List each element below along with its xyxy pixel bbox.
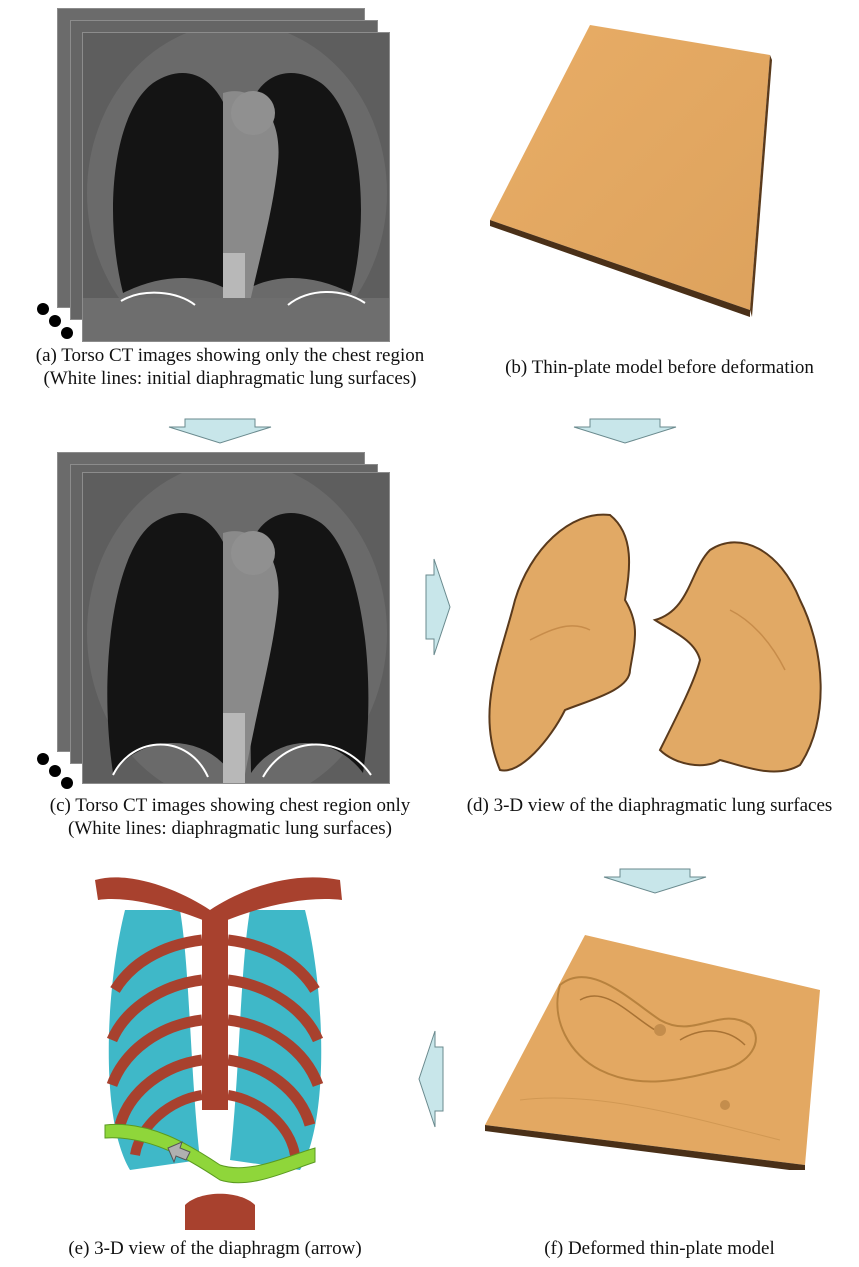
ellipsis-dots-icon (36, 752, 76, 792)
ellipsis-dots-icon (36, 302, 76, 342)
down-arrow-icon (165, 417, 275, 445)
ct-image-a (83, 33, 390, 342)
diaphragm-3d-image (90, 870, 350, 1230)
ct-slice-front (82, 32, 390, 342)
caption-a-line2: (White lines: initial diaphragmatic lung… (0, 367, 460, 390)
ct-image-c (83, 473, 390, 784)
panel-d: (d) 3-D view of the diaphragmatic lung s… (460, 450, 859, 850)
caption-f-line1: (f) Deformed thin-plate model (460, 1237, 859, 1260)
left-arrow-icon (417, 1027, 445, 1132)
down-arrow-icon (600, 867, 710, 895)
panel-b: (b) Thin-plate model before deformation (460, 0, 859, 400)
caption-c-line2: (White lines: diaphragmatic lung surface… (0, 817, 460, 840)
ct-slice-front (82, 472, 390, 784)
caption-a-line1: (a) Torso CT images showing only the che… (0, 344, 460, 367)
panel-e: (e) 3-D view of the diaphragm (arrow) (0, 870, 430, 1267)
caption-b-line1: (b) Thin-plate model before deformation (460, 356, 859, 379)
caption-d-line1: (d) 3-D view of the diaphragmatic lung s… (440, 794, 859, 817)
down-arrow-icon (570, 417, 680, 445)
caption-e-line1: (e) 3-D view of the diaphragm (arrow) (0, 1237, 430, 1260)
deformed-plate-image (480, 930, 825, 1170)
caption-c-line1: (c) Torso CT images showing chest region… (0, 794, 460, 817)
flat-plate-image (480, 15, 780, 320)
lung-surfaces-image (480, 510, 840, 775)
right-arrow-icon (424, 555, 452, 660)
panel-f: (f) Deformed thin-plate model (460, 900, 859, 1267)
panel-a: (a) Torso CT images showing only the che… (0, 0, 460, 400)
panel-c: (c) Torso CT images showing chest region… (0, 450, 460, 850)
